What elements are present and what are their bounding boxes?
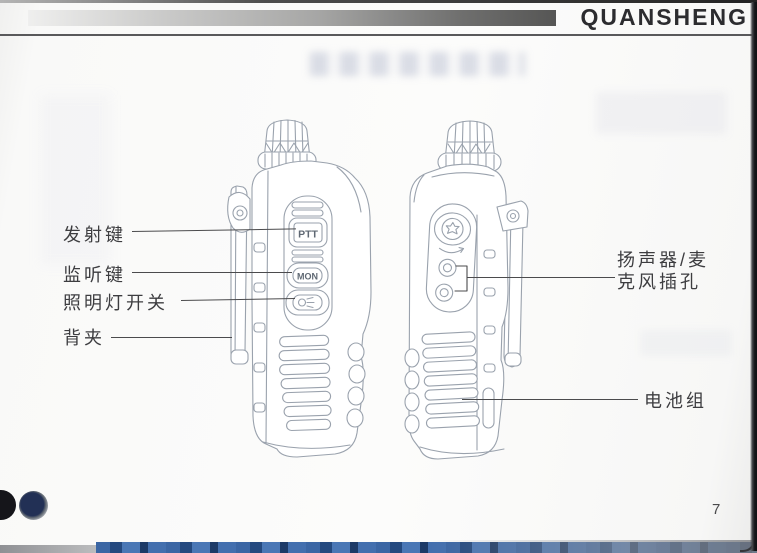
lamp-icon	[306, 296, 315, 309]
belt-clip-far-side	[503, 209, 524, 368]
grip-bumps	[404, 348, 420, 434]
ptt-button: PTT	[288, 217, 328, 248]
bleed-through-artifact	[596, 92, 726, 134]
label-belt-clip: 背夹	[63, 328, 105, 348]
left-side-view: PTT MON	[227, 119, 372, 458]
right-side-view	[404, 120, 529, 460]
brand-logo: QUANSHENG	[580, 3, 748, 31]
next-page-edge-band	[96, 542, 757, 553]
belt-clip-mount	[227, 191, 251, 233]
antenna-base-icon	[257, 119, 317, 170]
grip-bumps	[346, 342, 366, 428]
header-divider	[0, 34, 757, 36]
jack-cover-panel	[425, 203, 478, 313]
label-battery-pack: 电池组	[644, 391, 707, 411]
binding-hole	[19, 491, 48, 520]
svg-text:PTT: PTT	[298, 229, 318, 241]
page-right-edge-shadow	[750, 2, 757, 551]
callout-line-monitor	[132, 272, 292, 273]
mon-button: MON	[286, 262, 329, 289]
label-speaker-mic-jack-line2: 克风插孔	[617, 272, 701, 292]
brand-accent-bar	[28, 10, 556, 26]
screw-star-icon	[445, 221, 460, 235]
svg-text:MON: MON	[297, 272, 318, 282]
label-monitor-key: 监听键	[63, 265, 126, 285]
label-flashlight-switch: 照明灯开关	[63, 293, 168, 313]
label-speaker-mic-jack: 扬声器/麦 克风插孔	[617, 249, 709, 293]
binding-hole	[0, 490, 16, 520]
bleed-through-artifact	[640, 330, 732, 356]
side-rib-tabs	[483, 249, 496, 373]
bleed-through-artifact	[310, 52, 525, 76]
belt-clip-mount	[496, 200, 529, 232]
next-page-edge-shade	[430, 540, 757, 553]
side-rib-tabs	[253, 242, 266, 413]
jack-callout-bracket	[454, 265, 468, 292]
label-speaker-mic-jack-line1: 扬声器/麦	[617, 250, 710, 270]
battery-pack-ribs	[421, 331, 480, 429]
bottom-edge-strip	[0, 545, 96, 553]
grip-ribs	[278, 334, 332, 432]
antenna-base-icon	[437, 120, 502, 172]
label-transmit-key: 发射键	[63, 225, 126, 245]
callout-line-jack	[467, 277, 615, 278]
speaker-mic-jacks	[435, 258, 457, 302]
callout-line-belt-clip	[111, 337, 232, 338]
battery-latch	[482, 387, 495, 429]
flashlight-button	[285, 289, 330, 316]
radio-side-views-illustration: PTT MON	[227, 119, 529, 460]
page-number: 7	[712, 501, 721, 518]
rotate-arrow-icon	[438, 247, 465, 254]
page-top-edge	[0, 0, 757, 3]
callout-line-battery	[462, 399, 638, 400]
